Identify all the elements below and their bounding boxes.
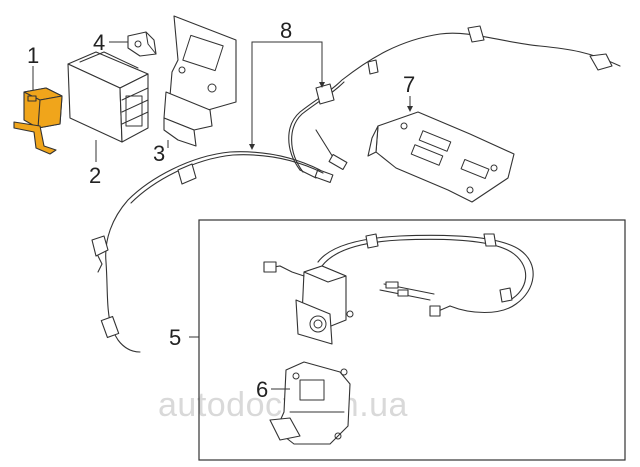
arrow-8-left xyxy=(249,144,255,150)
part-8-cable-assembly[interactable] xyxy=(91,25,621,353)
part-6-bracket[interactable] xyxy=(269,361,351,445)
callout-1: 1 xyxy=(27,43,39,68)
callout-8: 8 xyxy=(280,18,292,43)
callout-4: 4 xyxy=(93,30,105,55)
part-5-assembly-frame xyxy=(198,219,626,461)
callout-6: 6 xyxy=(256,377,268,402)
part-5-actuator-assembly[interactable] xyxy=(263,233,534,345)
part-3-mounting-bracket[interactable] xyxy=(163,15,237,147)
callout-7: 7 xyxy=(403,72,415,97)
part-7-plate[interactable] xyxy=(367,111,515,203)
part-4-bracket[interactable] xyxy=(127,31,157,57)
arrow-8-right xyxy=(319,82,325,88)
arrow-7 xyxy=(407,106,413,112)
leader-8-bracket xyxy=(251,41,323,86)
part-1-module-highlighted[interactable] xyxy=(13,87,63,155)
callout-3: 3 xyxy=(153,141,165,166)
callout-2: 2 xyxy=(89,163,101,188)
part-2-control-unit[interactable] xyxy=(67,51,149,143)
callout-5: 5 xyxy=(169,325,181,350)
